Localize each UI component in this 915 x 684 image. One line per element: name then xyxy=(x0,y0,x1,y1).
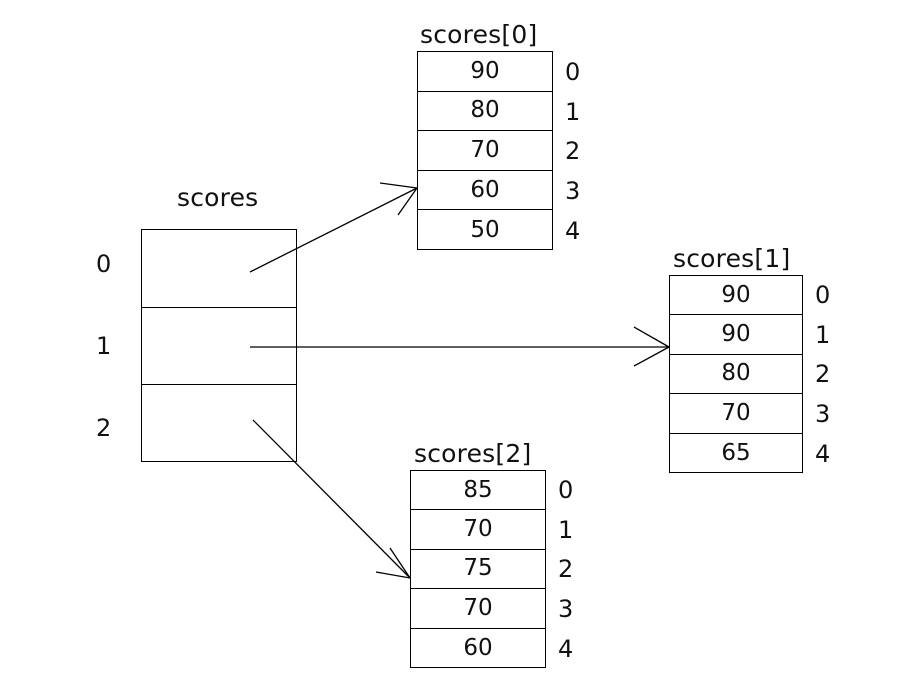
root-array-index-1: 1 xyxy=(96,332,112,360)
sub-array-2-cell-3[interactable]: 70 xyxy=(411,589,545,629)
sub-array-2-index-0: 0 xyxy=(558,476,574,504)
sub-array-2-index-3: 3 xyxy=(558,595,574,623)
sub-array-1-cell-0[interactable]: 90 xyxy=(670,276,802,316)
sub-array-1-index-3: 3 xyxy=(815,400,831,428)
sub-array-2-box: 85 70 75 70 60 xyxy=(410,470,546,668)
sub-array-2-cell-4[interactable]: 60 xyxy=(463,634,493,661)
root-array-cell-0[interactable] xyxy=(142,230,296,308)
sub-array-2-index-2: 2 xyxy=(558,555,574,583)
sub-array-1-index-2: 2 xyxy=(815,360,831,388)
sub-array-0-cell-0[interactable]: 90 xyxy=(418,52,552,92)
sub-array-0-cell-1[interactable]: 80 xyxy=(418,92,552,132)
root-array-caption: scores xyxy=(177,183,259,212)
sub-array-0-cell-2[interactable]: 70 xyxy=(418,131,552,171)
sub-array-0-cell-3[interactable]: 60 xyxy=(418,171,552,211)
sub-array-1-index-1: 1 xyxy=(815,321,831,349)
sub-array-1-caption: scores[1] xyxy=(673,244,791,273)
root-array-cell-2[interactable] xyxy=(142,385,296,463)
sub-array-0-index-0: 0 xyxy=(565,58,581,86)
sub-array-2-cell-2[interactable]: 75 xyxy=(411,550,545,590)
sub-array-1-cell-4[interactable]: 65 xyxy=(721,439,751,466)
sub-array-0-caption: scores[0] xyxy=(420,20,538,49)
sub-array-1-cell-1[interactable]: 90 xyxy=(670,315,802,355)
root-array-box xyxy=(141,229,297,462)
root-array-index-0: 0 xyxy=(96,250,112,278)
sub-array-0-index-3: 3 xyxy=(565,177,581,205)
sub-array-1-index-0: 0 xyxy=(815,281,831,309)
sub-array-0-cell-4[interactable]: 50 xyxy=(470,216,500,243)
root-array-cell-1[interactable] xyxy=(142,308,296,386)
root-array-index-2: 2 xyxy=(96,414,112,442)
sub-array-2-index-4: 4 xyxy=(558,635,574,663)
sub-array-2-index-1: 1 xyxy=(558,516,574,544)
sub-array-0-index-2: 2 xyxy=(565,137,581,165)
sub-array-2-caption: scores[2] xyxy=(414,439,532,468)
sub-array-2-cell-1[interactable]: 70 xyxy=(411,510,545,550)
sub-array-0-index-4: 4 xyxy=(565,217,581,245)
sub-array-1-cell-2[interactable]: 80 xyxy=(670,355,802,395)
sub-array-1-cell-3[interactable]: 70 xyxy=(670,394,802,434)
sub-array-1-index-4: 4 xyxy=(815,440,831,468)
sub-array-0-index-1: 1 xyxy=(565,98,581,126)
sub-array-2-cell-0[interactable]: 85 xyxy=(411,471,545,511)
sub-array-0-box: 90 80 70 60 50 xyxy=(417,51,553,250)
arrow-scores-1 xyxy=(250,326,670,367)
sub-array-1-box: 90 90 80 70 65 xyxy=(669,275,803,473)
